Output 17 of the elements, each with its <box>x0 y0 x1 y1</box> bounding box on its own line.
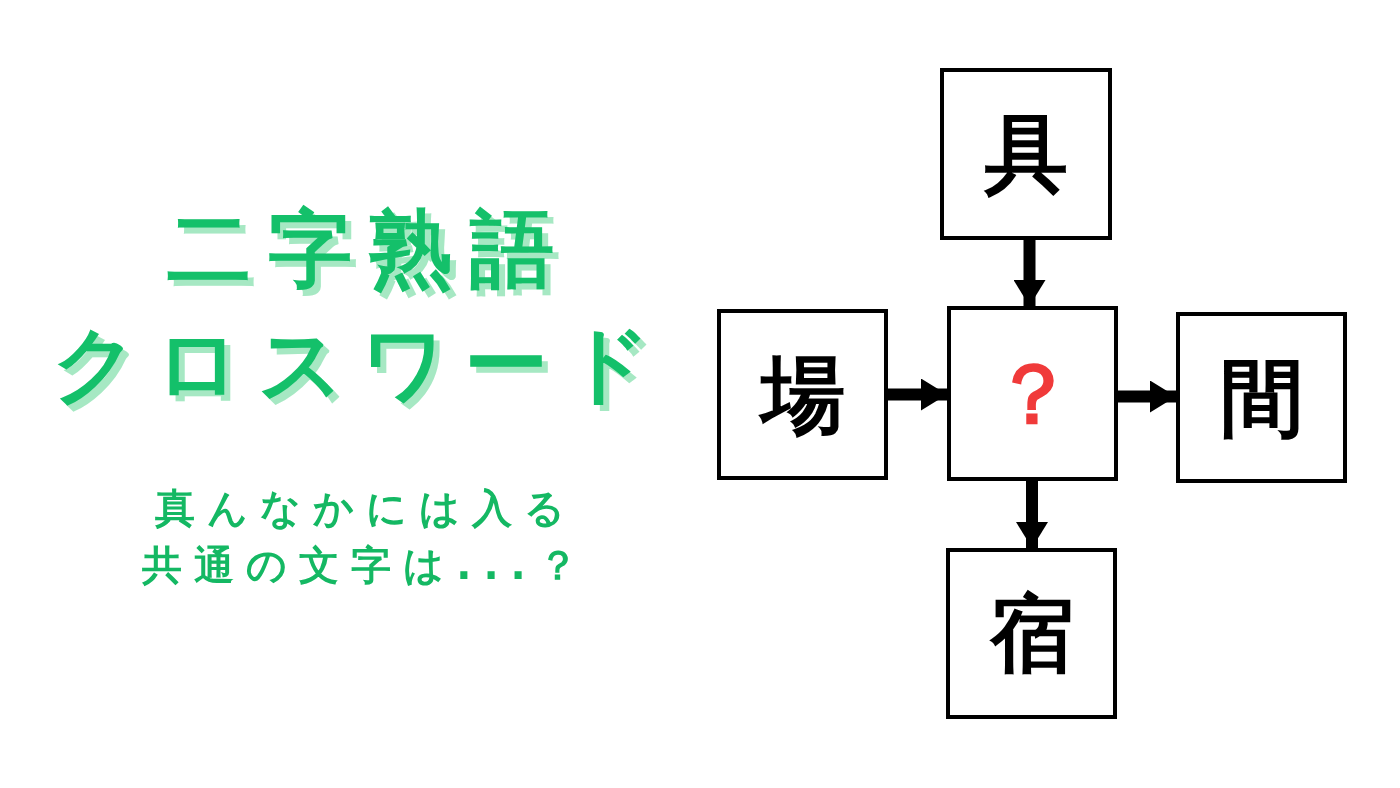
kanji-character: 間 <box>1219 355 1304 440</box>
kanji-box <box>940 68 1112 240</box>
arrow <box>1013 240 1046 306</box>
kanji-box <box>717 309 888 480</box>
kanji-character: 場 <box>760 352 845 437</box>
kanji-box <box>946 548 1117 719</box>
kanji-character: 宿 <box>989 591 1074 676</box>
arrow <box>888 378 947 411</box>
question-mark: ？ <box>990 351 1075 436</box>
kanji-box <box>1176 312 1347 483</box>
question-text: 共通の文字は...？ <box>141 541 591 590</box>
arrow <box>1016 481 1048 548</box>
kanji-character: 具 <box>984 112 1068 196</box>
title-text: 二字熟語クロスワード <box>51 199 669 415</box>
arrow <box>1118 380 1176 413</box>
question-text: 真んなかには入る <box>154 484 578 533</box>
kanji-box <box>947 306 1118 481</box>
